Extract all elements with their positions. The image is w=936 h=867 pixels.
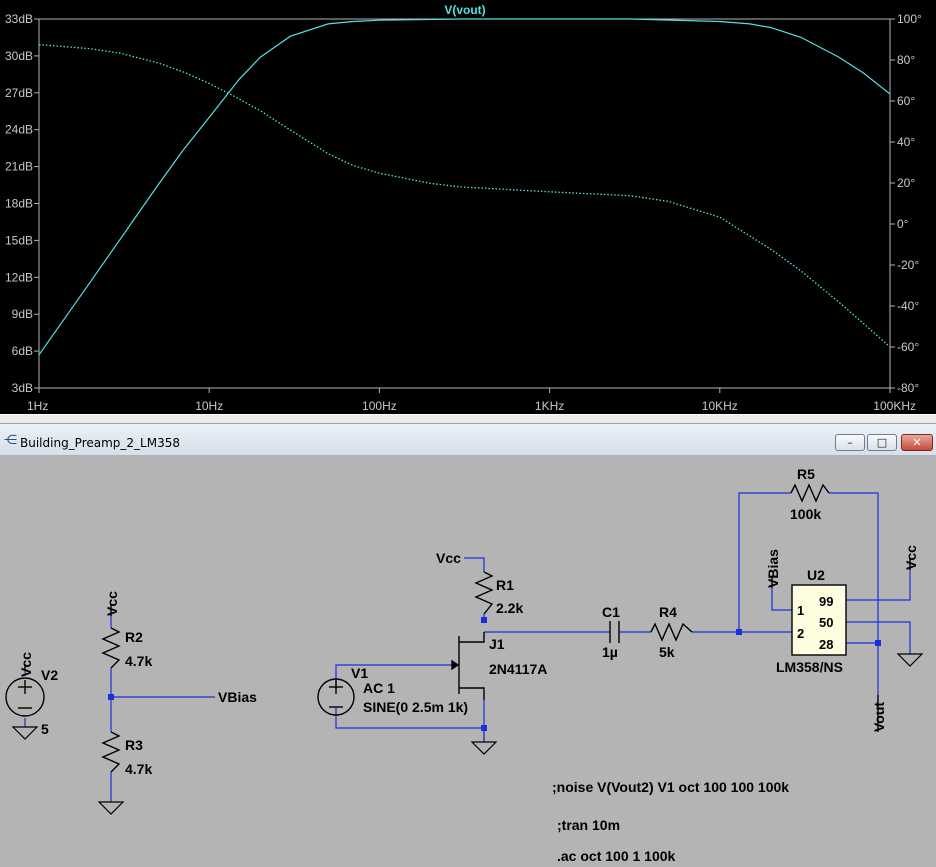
ground-icon	[11, 726, 39, 740]
voltage-source-v1	[317, 678, 355, 716]
ground-icon	[97, 801, 125, 815]
y-left-tick-label: 27dB	[5, 86, 33, 100]
vbias-label-u2: VBias	[765, 549, 781, 588]
vcc-label-u2: Vcc	[903, 545, 919, 570]
u2-model: LM358/NS	[776, 659, 843, 675]
r4-name: R4	[659, 604, 677, 620]
resistor-r1	[474, 571, 494, 615]
u2-pin-99: 99	[819, 594, 833, 609]
y-right-tick-label: 40°	[897, 135, 915, 149]
phase-trace-line[interactable]	[38, 43, 891, 348]
r5-name: R5	[797, 466, 815, 482]
x-tick-label: 10KHz	[702, 399, 738, 413]
y-right-tick-label: -80°	[897, 381, 919, 395]
vcc-label-r1: Vcc	[436, 550, 461, 566]
r2-value: 4.7k	[125, 653, 152, 669]
vcc-label-v2: Vcc	[18, 652, 34, 677]
y-right-tick-label: -40°	[897, 299, 919, 313]
y-left-tick-label: 30dB	[5, 49, 33, 63]
trace-name-label[interactable]: V(vout)	[444, 3, 485, 17]
y-left-tick-label: 12dB	[5, 270, 33, 284]
u2-pin-50: 50	[819, 615, 833, 630]
y-right-tick-label: 20°	[897, 176, 915, 190]
c1-value: 1µ	[602, 644, 618, 660]
ground-symbols[interactable]	[11, 653, 924, 815]
maximize-button[interactable]: □	[867, 434, 897, 451]
bode-plot[interactable]: 33dB 30dB 27dB 24dB 21dB 18dB 15dB 12dB 9dB 6dB 3d…	[0, 0, 936, 414]
y-left-tick-label: 21dB	[5, 160, 33, 174]
ac-directive[interactable]: .ac oct 100 1 100k	[557, 848, 676, 864]
y-left-tick-label: 33dB	[5, 12, 33, 26]
r3-value: 4.7k	[125, 761, 152, 777]
ltspice-op-amp-icon: ⋲	[4, 433, 17, 448]
y-left-tick-label: 18dB	[5, 197, 33, 211]
voltage-source-v2	[5, 677, 45, 717]
y-left-tick-label: 3dB	[12, 381, 33, 395]
y-right-tick-label: 0°	[897, 217, 909, 231]
waveform-viewer[interactable]: 33dB 30dB 27dB 24dB 21dB 18dB 15dB 12dB 9dB 6dB 3d…	[0, 0, 936, 414]
y-left-tick-label: 6dB	[12, 344, 33, 358]
resistor-r2	[101, 627, 121, 669]
u2-pin-2: 2	[797, 626, 804, 641]
y-right-tick-label: 60°	[897, 94, 915, 108]
y-right-tick-label: -20°	[897, 258, 919, 272]
u2-pin-28: 28	[819, 637, 833, 652]
u2-name: U2	[807, 567, 825, 583]
window-titlebar[interactable]: ⋲ Building_Preamp_2_LM358 – □ ✕	[0, 424, 936, 456]
close-button[interactable]: ✕	[901, 434, 933, 451]
j1-model: 2N4117A	[489, 661, 547, 677]
x-tick-label: 100KHz	[873, 399, 916, 413]
y-right-tick-label: 80°	[897, 53, 915, 67]
x-tick-label: 10Hz	[195, 399, 223, 413]
v1-sine: SINE(0 2.5m 1k)	[363, 699, 468, 715]
resistor-r3	[101, 731, 121, 773]
r2-name: R2	[125, 629, 143, 645]
opamp-u2-body	[791, 584, 847, 656]
j1-name: J1	[489, 636, 505, 652]
schematic-canvas[interactable]: R5 100k U2 1 2 99 50 28 LM358/NS VBias V…	[0, 456, 936, 867]
minimize-button[interactable]: –	[835, 434, 865, 451]
y-left-tick-label: 24dB	[5, 123, 33, 137]
window-title: Building_Preamp_2_LM358	[20, 436, 180, 450]
wires[interactable]	[24, 492, 911, 802]
junctions	[108, 617, 881, 731]
plot-frame	[38, 18, 891, 389]
x-tick-label: 1KHz	[535, 399, 564, 413]
resistor-r5	[790, 483, 830, 503]
v1-name: V1	[351, 665, 368, 681]
c1-name: C1	[602, 604, 620, 620]
v2-name: V2	[41, 667, 58, 683]
ground-icon	[896, 653, 924, 667]
r5-value: 100k	[790, 506, 821, 522]
vout-label: Vout	[871, 702, 887, 732]
y-right-tick-label: 100°	[897, 12, 922, 26]
magnitude-trace-line[interactable]	[38, 18, 891, 356]
noise-directive[interactable]: ;noise V(Vout2) V1 oct 100 100 100k	[552, 779, 789, 795]
vcc-label-r2: Vcc	[104, 591, 120, 616]
x-tick-label: 100Hz	[362, 399, 397, 413]
x-tick-label: 1Hz	[27, 399, 48, 413]
resistor-r4	[650, 622, 693, 642]
v2-value: 5	[41, 721, 49, 737]
v1-ac: AC 1	[363, 680, 395, 696]
y-left-tick-label: 9dB	[12, 307, 33, 321]
r3-name: R3	[125, 737, 143, 753]
y-right-tick-label: -60°	[897, 340, 919, 354]
ground-icon	[470, 741, 498, 755]
schematic-window: ⋲ Building_Preamp_2_LM358 – □ ✕	[0, 424, 936, 867]
vbias-net-label: VBias	[218, 689, 257, 705]
r1-name: R1	[496, 577, 514, 593]
r4-value: 5k	[659, 644, 675, 660]
components[interactable]	[5, 483, 911, 773]
y-left-tick-label: 15dB	[5, 233, 33, 247]
tran-directive[interactable]: ;tran 10m	[557, 817, 620, 833]
pane-splitter[interactable]	[0, 414, 936, 424]
u2-pin-1: 1	[797, 603, 804, 618]
r1-value: 2.2k	[496, 600, 523, 616]
